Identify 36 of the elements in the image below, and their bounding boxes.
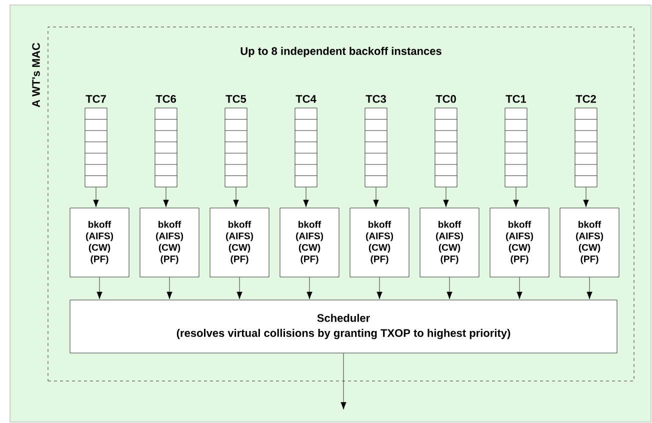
queue-label: TC7	[86, 95, 106, 103]
queue-label: TC2	[576, 95, 596, 103]
queue-label: TC1	[506, 95, 526, 103]
arrow	[303, 187, 309, 208]
queue-label: TC4	[296, 95, 316, 103]
scheduler-box: Scheduler (resolves virtual collisions by granting TXOP to highest priority)	[70, 300, 618, 354]
backoff-box: bkoff (AIFS) (CW) (PF)	[560, 208, 620, 278]
backoff-box: bkoff (AIFS) (CW) (PF)	[350, 208, 410, 278]
arrow	[586, 277, 592, 300]
arrow	[373, 187, 379, 208]
arrow	[93, 187, 99, 208]
arrow	[443, 187, 449, 208]
frame-label: A WT's MAC	[32, 42, 40, 108]
queue-label: TC5	[226, 95, 246, 103]
backoff-box: bkoff (AIFS) (CW) (PF)	[420, 208, 480, 278]
arrow	[306, 277, 312, 300]
arrow	[446, 277, 452, 300]
queue-label: TC6	[156, 95, 176, 103]
arrow	[513, 187, 519, 208]
backoff-box: bkoff (AIFS) (CW) (PF)	[70, 208, 130, 278]
arrow	[163, 187, 169, 208]
backoff-box: bkoff (AIFS) (CW) (PF)	[210, 208, 270, 278]
backoff-box: bkoff (AIFS) (CW) (PF)	[280, 208, 340, 278]
arrow	[583, 187, 589, 208]
arrow	[376, 277, 382, 300]
queue-label: TC0	[436, 95, 456, 103]
arrow	[233, 187, 239, 208]
arrow	[166, 277, 172, 300]
arrow	[340, 353, 346, 410]
backoff-box: bkoff (AIFS) (CW) (PF)	[490, 208, 550, 278]
arrow	[516, 277, 522, 300]
arrow	[236, 277, 242, 300]
heading: Up to 8 independent backoff instances	[240, 46, 442, 58]
arrow	[96, 277, 102, 300]
queue-label: TC3	[366, 95, 386, 103]
backoff-box: bkoff (AIFS) (CW) (PF)	[140, 208, 200, 278]
